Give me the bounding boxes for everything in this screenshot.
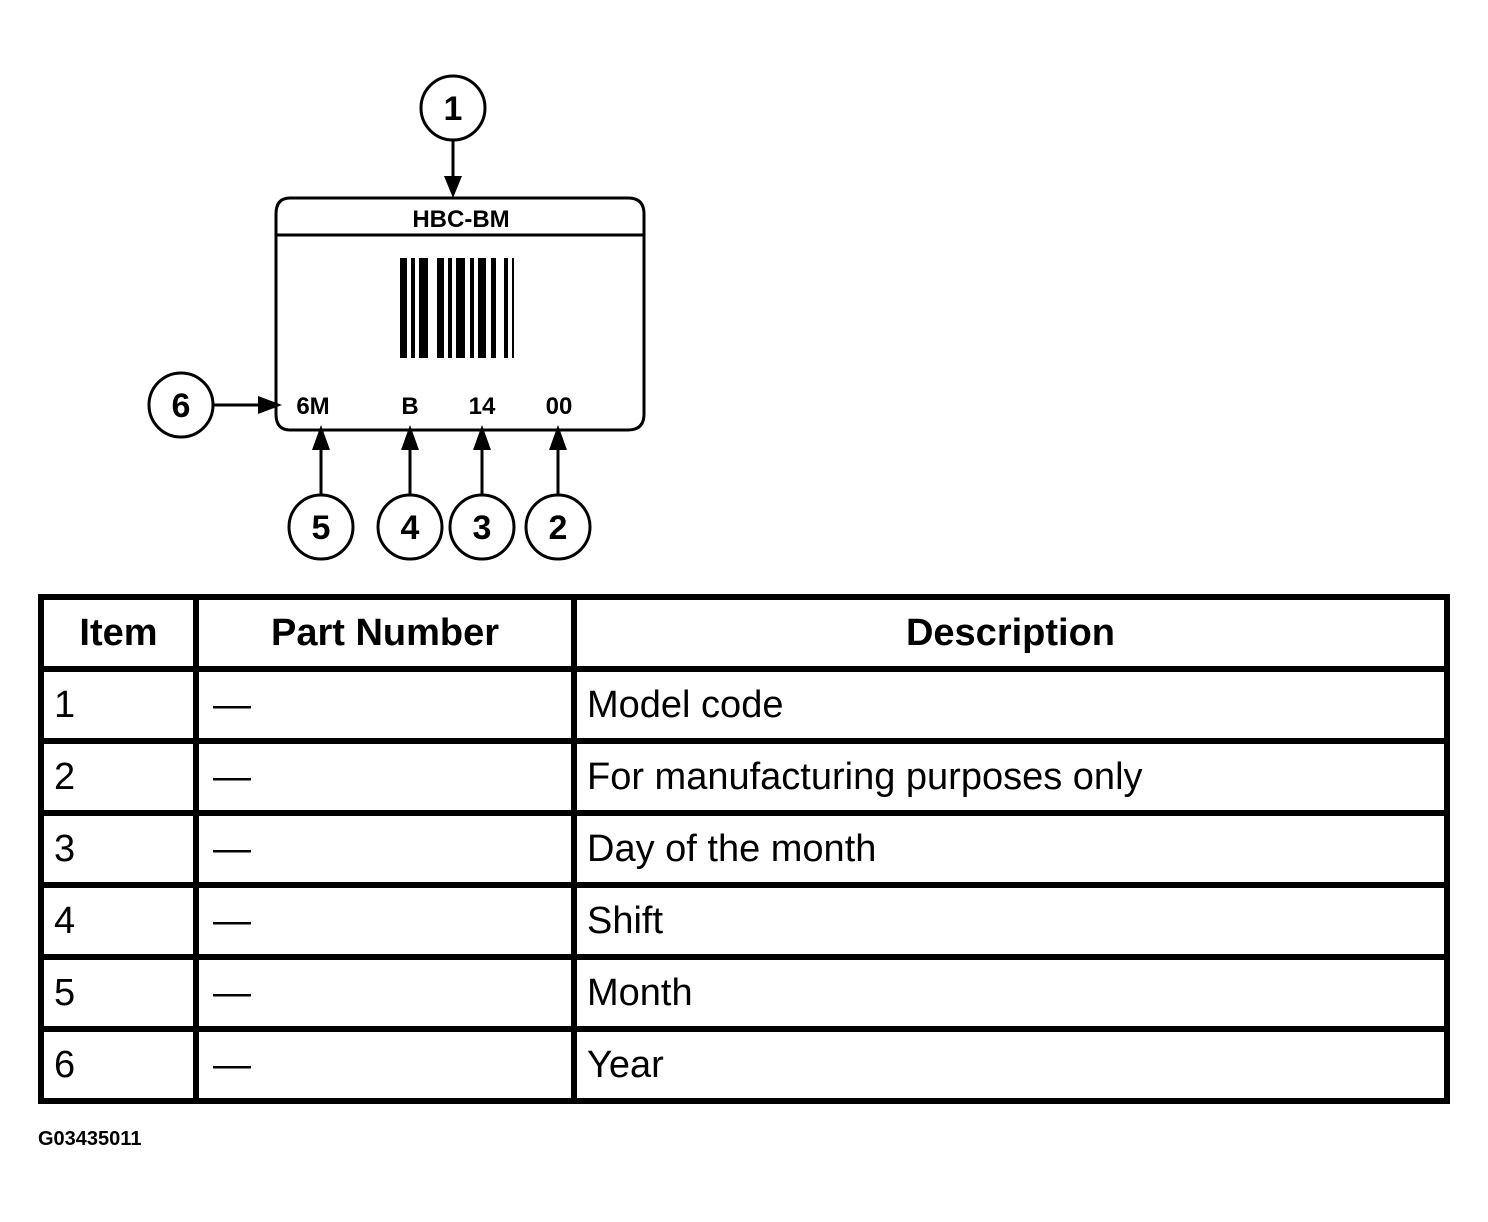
item-cell: 1 [38,666,199,744]
callout-4: 4 [376,425,444,561]
svg-text:3: 3 [473,509,492,547]
callout-6: 6 [147,371,282,439]
svg-text:4: 4 [401,509,420,547]
day-code-text: 14 [469,393,496,420]
description-cell: Month [571,954,1450,1032]
mfg-code-text: 00 [546,393,573,420]
item-cell: 3 [38,810,199,888]
svg-text:6: 6 [172,387,191,425]
table-row: 4 — Shift [38,882,1450,960]
item-cell: 5 [38,954,199,1032]
part-number-cell: — [193,954,577,1032]
header-part-number: Part Number [193,594,577,672]
table-row: 2 — For manufacturing purposes only [38,738,1450,816]
item-cell: 2 [38,738,199,816]
part-number-cell: — [193,738,577,816]
header-description: Description [571,594,1450,672]
description-cell: Year [571,1026,1450,1104]
model-code-text: HBC-BM [412,206,509,233]
part-number-cell: — [193,1026,577,1104]
description-cell: Model code [571,666,1450,744]
table-header-row: Item Part Number Description [38,594,1450,672]
callout-1: 1 [419,74,487,198]
table-row: 1 — Model code [38,666,1450,744]
shift-code-text: B [401,393,418,420]
part-number-cell: — [193,666,577,744]
callout-2: 2 [524,425,592,561]
part-number-cell: — [193,882,577,960]
legend-table: Item Part Number Description 1 — Model c… [38,594,1450,1104]
description-cell: Day of the month [571,810,1450,888]
table-row: 6 — Year [38,1026,1450,1104]
description-cell: Shift [571,882,1450,960]
item-cell: 6 [38,1026,199,1104]
callout-5: 5 [287,425,355,561]
callout-3: 3 [448,425,516,561]
barcode [400,258,514,358]
figure-id: G03435011 [38,1128,142,1150]
svg-text:2: 2 [549,509,568,547]
table-row: 5 — Month [38,954,1450,1032]
header-item: Item [38,594,199,672]
part-number-cell: — [193,810,577,888]
description-cell: For manufacturing purposes only [571,738,1450,816]
label-outline [274,196,646,432]
year-code-text: 6M [296,393,329,420]
svg-text:5: 5 [312,509,331,547]
table-row: 3 — Day of the month [38,810,1450,888]
svg-text:1: 1 [444,90,463,128]
label-diagram: HBC-BM 6M B 14 00 1 6 5 [147,74,646,561]
item-cell: 4 [38,882,199,960]
